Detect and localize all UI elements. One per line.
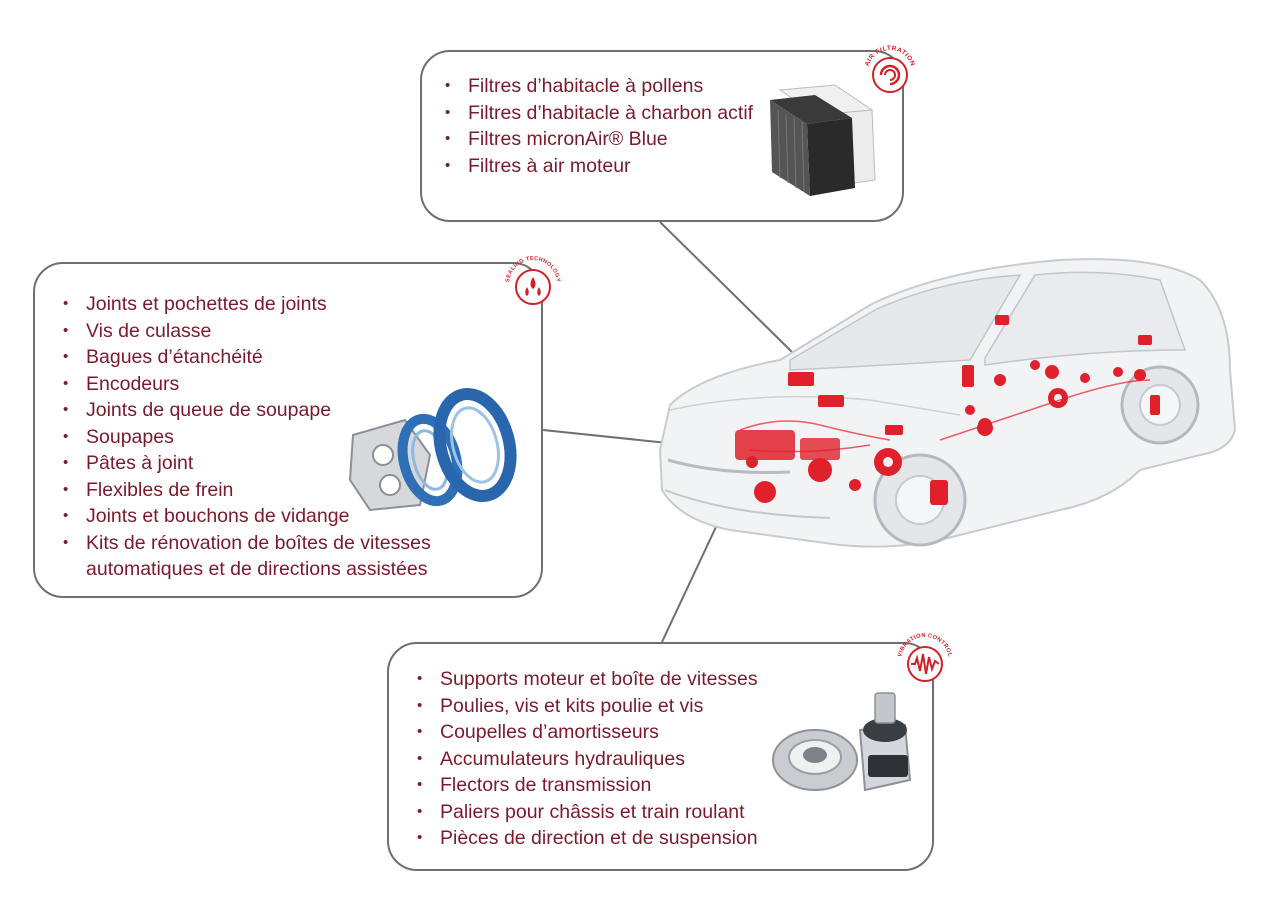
air-filtration-badge-icon: AIR FILTRATION xyxy=(864,45,916,93)
list-item: Soupapes xyxy=(62,424,532,451)
engine-mount-image xyxy=(772,692,912,792)
list-item: Pâtes à joint xyxy=(62,450,532,477)
list-item: Supports moteur et boîte de vitesses xyxy=(416,666,836,693)
list-item: Joints et bouchons de vidange xyxy=(62,503,532,530)
list-item: Pièces de direction et de suspension xyxy=(416,825,836,852)
list-item: Kits de rénovation de boîtes de vitesses… xyxy=(62,530,532,583)
sealing-technology-badge-icon: SEALING TECHNOLOGY xyxy=(505,256,561,305)
sealing-technology-list: Joints et pochettes de joints Vis de cul… xyxy=(62,291,532,583)
list-item: Filtres d’habitacle à charbon actif xyxy=(444,100,764,127)
gasket-seal-image xyxy=(348,388,517,512)
vibration-control-badge-icon: VIBRATION CONTROL xyxy=(897,633,952,682)
list-item: Joints de queue de soupape xyxy=(62,397,532,424)
car-illustration xyxy=(658,258,1237,548)
car-side-windows xyxy=(984,271,1187,366)
connector-air xyxy=(659,221,793,353)
car-bumper xyxy=(664,489,831,519)
vibration-control-list: Supports moteur et boîte de vitesses Pou… xyxy=(416,666,836,852)
sealing-technology-box: Joints et pochettes de joints Vis de cul… xyxy=(33,262,543,598)
car-grille xyxy=(667,458,791,474)
list-item: Filtres à air moteur xyxy=(444,153,764,180)
list-item: Flexibles de frein xyxy=(62,477,532,504)
list-item: Vis de culasse xyxy=(62,318,532,345)
car-engine-wires xyxy=(739,379,1151,453)
car-hood-line xyxy=(669,395,961,416)
list-item: Joints et pochettes de joints xyxy=(62,291,532,318)
list-item: Flectors de transmission xyxy=(416,772,836,799)
list-item: Encodeurs xyxy=(62,371,532,398)
list-item: Paliers pour châssis et train roulant xyxy=(416,799,836,826)
list-item: Coupelles d’amortisseurs xyxy=(416,719,836,746)
air-filtration-list: Filtres d’habitacle à pollens Filtres d’… xyxy=(444,73,764,179)
list-item: Bagues d’étanchéité xyxy=(62,344,532,371)
list-item: Filtres micronAir® Blue xyxy=(444,126,764,153)
list-item: Filtres d’habitacle à pollens xyxy=(444,73,764,100)
car-windshield xyxy=(789,274,1022,371)
list-item: Poulies, vis et kits poulie et vis xyxy=(416,693,836,720)
cabin-filter-image xyxy=(770,84,876,196)
list-item: Accumulateurs hydrauliques xyxy=(416,746,836,773)
